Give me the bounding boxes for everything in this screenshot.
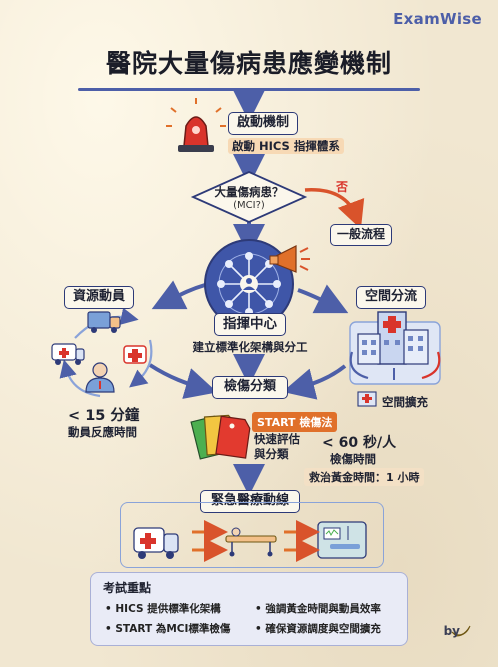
- note-item-text: HICS 提供標準化架構: [115, 603, 221, 615]
- note-item: • START 為MCI標準檢傷: [105, 623, 231, 635]
- note-item: • 強調黃金時間與動員效率: [255, 603, 381, 615]
- page-title: 醫院大量傷病患應變機制: [105, 49, 392, 78]
- golden-hour-label: 救治黃金時間：1 小時: [304, 468, 425, 486]
- no-label: 否: [336, 180, 349, 194]
- er-room-icon: [317, 521, 367, 559]
- resources-box: 資源動員: [64, 286, 134, 309]
- general-flow-box: 一般流程: [330, 224, 392, 246]
- note-item-text: 確保資源調度與空間擴充: [265, 623, 381, 635]
- command-sub: 建立標準化架構與分工: [192, 340, 308, 354]
- arrow-no-branch: [304, 188, 365, 230]
- megaphone-icon: [269, 245, 310, 273]
- triage-method: 快速評估 與分類: [254, 432, 300, 461]
- triage-tags-icon: [190, 414, 251, 460]
- golden-hour-text: 救治黃金時間：1 小時: [309, 471, 420, 484]
- byline: by: [443, 624, 460, 638]
- ambulance-small-icon: [51, 343, 85, 365]
- exam-notes-panel: 考試重點 • HICS 提供標準化架構 • 強調黃金時間與動員效率 • STAR…: [90, 572, 408, 646]
- triage-time: < 60 秒/人: [322, 435, 397, 451]
- activate-sub-text: 啟動 HICS 指揮體系: [228, 138, 344, 154]
- ambulance-icon: [133, 527, 179, 559]
- mini-hospital-icon: [357, 391, 377, 407]
- medkit-icon: [123, 345, 147, 364]
- note-item-text: START 為MCI標準檢傷: [115, 623, 231, 635]
- note-item: • HICS 提供標準化架構: [105, 603, 221, 615]
- siren-icon: [166, 98, 226, 152]
- arrow-resources-to-triage: [148, 363, 218, 399]
- command-box: 指揮中心: [214, 313, 286, 336]
- arrow-command-to-space: [297, 284, 349, 314]
- notes-title: 考試重點: [103, 581, 152, 595]
- triage-box: 檢傷分類: [212, 376, 288, 399]
- brand-logo: ExamWise: [393, 10, 482, 28]
- resources-time: < 15 分鐘: [68, 408, 140, 424]
- note-item: • 確保資源調度與空間擴充: [255, 623, 381, 635]
- stretcher-icon: [225, 527, 277, 557]
- banana-icon: [451, 625, 471, 637]
- truck-icon: [87, 311, 121, 333]
- treatment-flow-arrows: [192, 520, 320, 562]
- decision-diamond: [190, 171, 308, 223]
- note-item-text: 強調黃金時間與動員效率: [265, 603, 381, 615]
- space-box: 空間分流: [356, 286, 426, 309]
- resources-time-note: 動員反應時間: [68, 425, 137, 439]
- activate-sub: 啟動 HICS 指揮體系: [228, 138, 344, 154]
- decision-sub: (MCI?): [233, 200, 265, 211]
- treatment-box: 緊急醫療動線: [200, 490, 300, 513]
- activate-box: 啟動機制: [228, 112, 298, 135]
- title-underline: [78, 88, 420, 91]
- decision-label: 大量傷病患？: [214, 185, 284, 199]
- arrow-command-to-resources: [151, 280, 206, 310]
- medic-icon: [85, 362, 115, 393]
- space-expand-label: 空間擴充: [382, 395, 428, 409]
- start-method-tag: START 檢傷法: [252, 412, 338, 432]
- arrow-space-to-triage: [282, 364, 347, 400]
- triage-time-note: 檢傷時間: [330, 452, 376, 466]
- hospital-building-icon: [349, 311, 441, 385]
